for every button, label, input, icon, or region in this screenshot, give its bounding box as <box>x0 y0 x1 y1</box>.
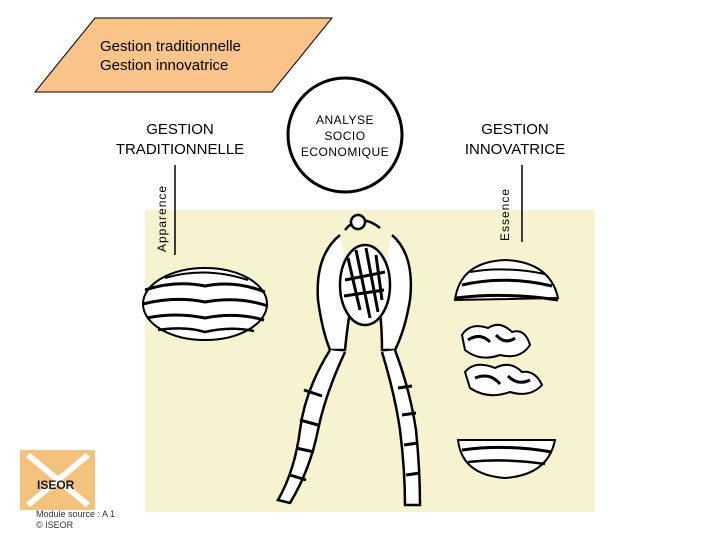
circle-line-1: ANALYSE <box>316 113 374 127</box>
module-source-text: Module source : A 1 <box>36 509 116 519</box>
copyright-text: © ISEOR <box>36 520 74 530</box>
banner-parallelogram <box>33 17 334 93</box>
analyse-circle-text: ANALYSE SOCIO ECONOMIQUE <box>290 112 400 160</box>
apparence-label: Apparence <box>155 184 169 252</box>
logo-text: ISEOR <box>37 478 75 492</box>
banner-text: Gestion traditionnelle Gestion innovatri… <box>100 37 300 75</box>
banner-line-1: Gestion traditionnelle <box>100 38 241 55</box>
nutcracker-icon <box>276 213 422 507</box>
right-label-line-1: GESTION <box>481 121 549 138</box>
right-label-line-2: INNOVATRICE <box>464 141 566 158</box>
gestion-traditionnelle-label: GESTION TRADITIONNELLE <box>95 120 265 165</box>
analyse-circle <box>286 76 404 194</box>
circle-line-2: SOCIO <box>324 129 366 143</box>
gestion-innovatrice-label: GESTION INNOVATRICE <box>435 120 595 165</box>
left-label-line-2: TRADITIONNELLE <box>115 141 245 158</box>
iseor-logo-icon <box>20 450 95 510</box>
cracked-walnut-icon <box>453 258 560 480</box>
left-label-line-1: GESTION <box>146 121 214 138</box>
circle-line-3: ECONOMIQUE <box>300 145 390 159</box>
whole-walnut-icon <box>142 267 269 341</box>
banner-line-2: Gestion innovatrice <box>100 57 229 74</box>
essence-label: Essence <box>498 187 512 241</box>
